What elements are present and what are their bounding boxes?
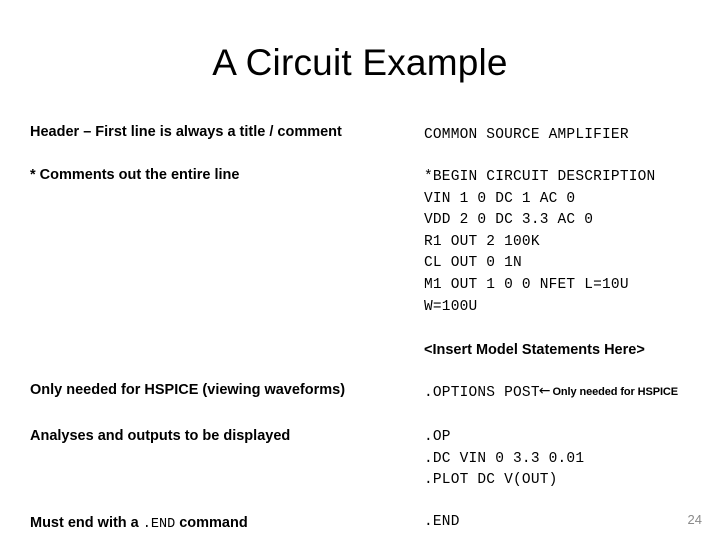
netlist-code-block: *BEGIN CIRCUIT DESCRIPTION VIN 1 0 DC 1 … (424, 167, 720, 318)
end-label: Must end with a .END command (30, 515, 420, 532)
analyses-label: Analyses and outputs to be displayed (30, 428, 420, 445)
header-label-text: Header – First line is always a title / … (30, 124, 342, 140)
netlist-line: W=100U (424, 298, 478, 315)
hspice-label: Only needed for HSPICE (viewing waveform… (30, 382, 420, 399)
netlist-line: *BEGIN CIRCUIT DESCRIPTION (424, 169, 656, 185)
end-label-suffix: command (175, 515, 248, 531)
comments-label: * Comments out the entire line (30, 167, 420, 184)
netlist-line: CL OUT 0 1N (424, 255, 522, 272)
netlist-line: R1 OUT 2 100K (424, 233, 540, 250)
analysis-command-line: .DC VIN 0 3.3 0.01 (424, 450, 585, 467)
netlist-line: VDD 2 0 DC 3.3 AC 0 (424, 212, 594, 229)
netlist-line: VIN 1 0 DC 1 AC 0 (424, 190, 576, 207)
model-statements-placeholder: <Insert Model Statements Here> (424, 342, 720, 358)
left-arrow-icon: ← (538, 383, 551, 399)
page-number: 24 (687, 512, 702, 527)
end-label-mono: .END (142, 517, 176, 532)
header-code-text: COMMON SOURCE AMPLIFIER (424, 127, 629, 143)
analysis-command-line: .PLOT DC V(OUT) (424, 472, 558, 489)
hspice-code-row: .OPTIONS POST ← Only needed for HSPICE (424, 383, 720, 405)
model-statements-text: <Insert Model Statements Here> (424, 342, 645, 358)
end-label-text: Must end with a .END command (30, 515, 420, 532)
end-code-text: .END (424, 514, 460, 530)
hspice-annotation-text: Only needed for HSPICE (552, 386, 678, 398)
page-title: A Circuit Example (212, 42, 508, 83)
analyses-label-text: Analyses and outputs to be displayed (30, 428, 291, 444)
end-label-prefix: Must end with a (30, 515, 143, 531)
end-code: .END (424, 512, 720, 534)
hspice-code-text: .OPTIONS POST (424, 385, 540, 401)
netlist-line: M1 OUT 1 0 0 NFET L=10U (424, 276, 629, 293)
analyses-code-block: .OP .DC VIN 0 3.3 0.01 .PLOT DC V(OUT) (424, 427, 720, 492)
header-code: COMMON SOURCE AMPLIFIER (424, 125, 720, 147)
analysis-command-line: .OP (424, 429, 451, 445)
comments-label-text: * Comments out the entire line (30, 167, 240, 183)
header-label: Header – First line is always a title / … (30, 124, 420, 141)
hspice-label-text: Only needed for HSPICE (viewing waveform… (30, 382, 346, 398)
